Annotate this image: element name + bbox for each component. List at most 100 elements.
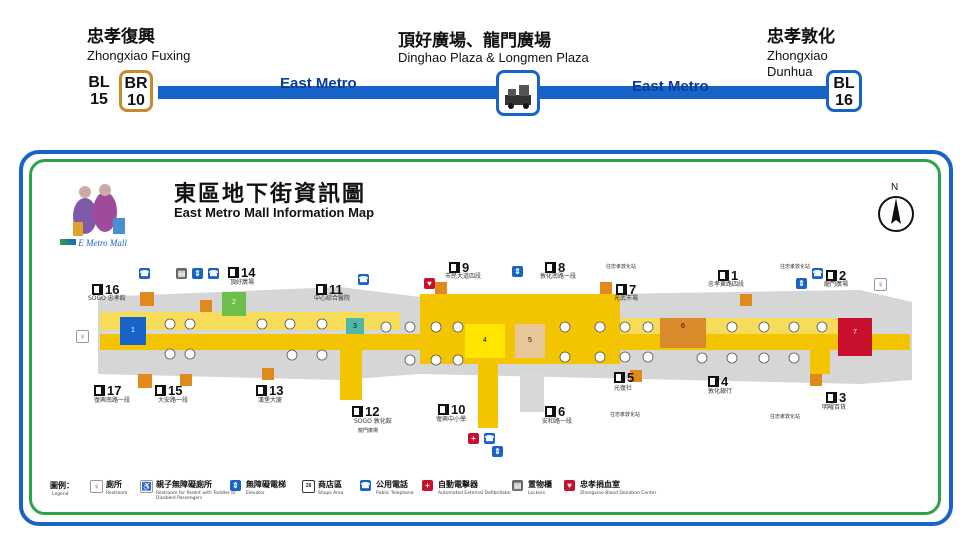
exit-14-name: 頂好廣場 — [230, 279, 255, 286]
exit-icon — [438, 404, 449, 415]
block-2-label: 2 — [232, 299, 236, 306]
metro-label-left: East Metro — [280, 75, 357, 92]
exit-number: 5 — [627, 370, 635, 385]
elevator-icon: ⇕ — [230, 480, 241, 491]
elevator-icon: ⇕ — [796, 278, 807, 289]
north-label: N — [891, 182, 899, 193]
stairs-markers — [138, 282, 822, 388]
exit-7[interactable]: 7 — [616, 282, 636, 297]
block-5-label: 5 — [528, 337, 532, 344]
exit-17[interactable]: 17 — [94, 383, 121, 398]
exit-15[interactable]: 15 — [155, 383, 182, 398]
station-center-name: 頂好廣場、龍門廣場 — [398, 31, 551, 51]
map-title: 東區地下街資訊圖 — [174, 182, 367, 207]
exit-8[interactable]: 8 — [545, 260, 565, 275]
code-num: 16 — [835, 92, 853, 109]
exit-2[interactable]: 2 — [826, 268, 846, 283]
telephone-icon: ☎ — [484, 433, 495, 444]
station-tag-3: 往忠孝敦化站 — [610, 412, 641, 418]
legend-item-en: Restroom — [106, 491, 128, 496]
exit-11[interactable]: 11 — [316, 282, 343, 297]
station-right-name: 忠孝敦化 — [767, 27, 835, 47]
exit-number: 6 — [558, 404, 566, 419]
legend-item-label: 忠孝捐血室 — [580, 480, 620, 489]
locker-icon: ▤ — [176, 268, 187, 279]
exit-number: 16 — [105, 282, 120, 297]
block-4-label: 4 — [483, 337, 487, 344]
exit-16-name: SOGO 忠孝館 — [88, 295, 126, 302]
logo-mark-icon — [60, 239, 76, 245]
code-bl15: BL 15 — [84, 74, 114, 108]
exit-9[interactable]: 9 — [449, 260, 469, 275]
exit-10-name: 復興中小學 — [436, 416, 467, 423]
station-tag-2: 往忠孝敦化站 — [780, 264, 811, 270]
blood-donation-icon: ♥ — [564, 480, 575, 491]
exit-icon — [826, 392, 837, 403]
block-6-label: 6 — [681, 323, 685, 330]
block-3-label: 3 — [353, 323, 357, 330]
exit-number: 15 — [168, 383, 183, 398]
exit-6-name: 安和路一段 — [542, 418, 573, 425]
locker-icon: ▤ — [512, 480, 523, 491]
exit-12-name-2: 龍門廣場 — [358, 428, 379, 434]
legend-label-en: Legend — [52, 492, 69, 497]
telephone-icon: ☎ — [139, 268, 150, 279]
aed-icon: + — [422, 480, 433, 491]
family-restroom-icon: ♿ — [140, 480, 153, 493]
code-num: 10 — [127, 92, 145, 109]
exit-4[interactable]: 4 — [708, 374, 728, 389]
exit-icon — [826, 270, 837, 281]
block-7-label: 7 — [853, 329, 857, 336]
telephone-icon: ☎ — [360, 480, 371, 491]
legend-item-label: 無障礙電梯 — [246, 480, 286, 489]
legend-item-label: 公用電話 — [376, 480, 408, 489]
shop-markers — [164, 318, 828, 366]
telephone-icon: ☎ — [358, 274, 369, 285]
exit-icon — [256, 385, 267, 396]
exit-number: 9 — [462, 260, 470, 275]
shoppers-illustration-icon — [73, 184, 125, 236]
exit-3[interactable]: 3 — [826, 390, 846, 405]
exit-4-name: 敦化銀行 — [708, 388, 733, 395]
exit-number: 4 — [721, 374, 729, 389]
legend-label: 圖例： — [50, 481, 74, 490]
exit-14[interactable]: 14 — [228, 265, 255, 280]
exit-2-name: 龍門廣場 — [824, 281, 849, 288]
station-tag-1: 往忠孝敦化站 — [606, 264, 637, 270]
exit-6[interactable]: 6 — [545, 404, 565, 419]
elevator-icon: ⇕ — [512, 266, 523, 277]
exit-12-name: SOGO 敦化館 — [354, 418, 392, 425]
legend-item-en: Restroom for Parent with Toddler or Disa… — [156, 491, 236, 501]
exit-13[interactable]: 13 — [256, 383, 283, 398]
exit-icon — [316, 284, 327, 295]
legend-item-en: Shops Area — [318, 491, 344, 496]
exit-16[interactable]: 16 — [92, 282, 119, 297]
exit-icon — [708, 376, 719, 387]
legend-item-label: 商店區 — [318, 480, 342, 489]
exit-17-name: 復興南路一段 — [94, 397, 131, 404]
exit-icon — [545, 406, 556, 417]
center-station-icon[interactable] — [496, 70, 540, 116]
exit-number: 11 — [329, 282, 343, 297]
legend-item-en: Lockers — [528, 491, 546, 496]
exit-number: 17 — [107, 383, 122, 398]
code-num: 15 — [90, 91, 108, 108]
exit-icon — [718, 270, 729, 281]
exit-1-name: 忠孝東路四段 — [708, 281, 745, 288]
exit-10[interactable]: 10 — [438, 402, 465, 417]
elevator-icon: ⇕ — [192, 268, 203, 279]
exit-8-name: 敦化南路一段 — [540, 273, 577, 280]
exit-number: 12 — [365, 404, 380, 419]
telephone-icon: ☎ — [812, 268, 823, 279]
exit-icon — [545, 262, 556, 273]
compass-icon — [878, 196, 914, 232]
exit-icon — [352, 406, 363, 417]
exit-1[interactable]: 1 — [718, 268, 738, 283]
exit-5[interactable]: 5 — [614, 370, 634, 385]
legend-item-label: 置物櫃 — [528, 480, 552, 489]
code-br10-badge[interactable]: BR 10 — [119, 70, 153, 112]
legend-item-en: Public Telephone — [376, 491, 414, 496]
restroom-icon: ♀ — [76, 330, 89, 343]
exit-12[interactable]: 12 — [352, 404, 379, 419]
code-bl16-badge[interactable]: BL 16 — [826, 70, 862, 112]
